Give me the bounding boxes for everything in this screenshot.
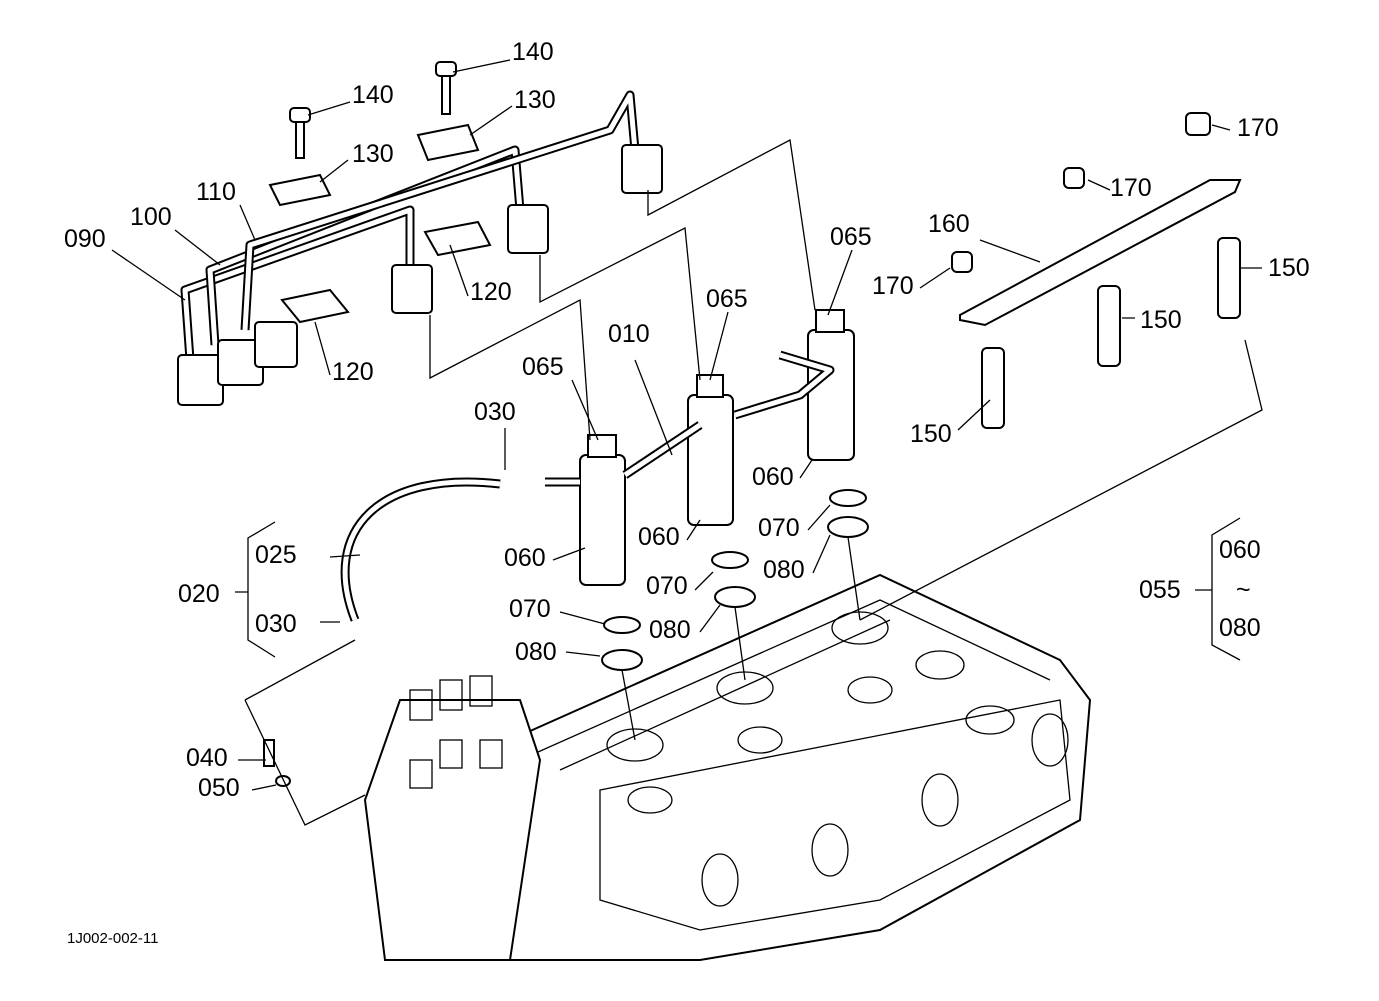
callout-055: 055 bbox=[1139, 576, 1181, 604]
bolt-140 bbox=[289, 107, 311, 123]
injection-pipes bbox=[177, 61, 663, 406]
callout-170: 170 bbox=[1237, 114, 1279, 142]
callout-025: 025 bbox=[255, 541, 297, 569]
callout-130: 130 bbox=[514, 86, 556, 114]
callout-070: 070 bbox=[509, 595, 551, 623]
overflow-hose bbox=[340, 477, 501, 622]
callout-150: 150 bbox=[1268, 254, 1310, 282]
callout-170: 170 bbox=[1110, 174, 1152, 202]
callout-060: 060 bbox=[638, 523, 680, 551]
injection-nozzles bbox=[545, 309, 869, 671]
callout-labels: 140 140 130 130 110 100 090 120 120 010 … bbox=[64, 38, 1310, 947]
clamp-130 bbox=[268, 173, 332, 207]
callout-160: 160 bbox=[928, 210, 970, 238]
callout-080: 080 bbox=[515, 638, 557, 666]
callout-020: 020 bbox=[178, 580, 220, 608]
callout-060: 060 bbox=[752, 463, 794, 491]
callout-055-range-to: 080 bbox=[1219, 614, 1261, 642]
glow-plugs bbox=[951, 112, 1242, 429]
callout-065: 065 bbox=[522, 353, 564, 381]
callout-140: 140 bbox=[512, 38, 554, 66]
callout-080: 080 bbox=[763, 556, 805, 584]
callout-090: 090 bbox=[64, 225, 106, 253]
callout-055-range-from: 060 bbox=[1219, 536, 1261, 564]
cylinder-head bbox=[363, 573, 1092, 961]
callout-080: 080 bbox=[649, 616, 691, 644]
callout-120: 120 bbox=[470, 278, 512, 306]
callout-070: 070 bbox=[758, 514, 800, 542]
callout-030: 030 bbox=[474, 398, 516, 426]
callout-170: 170 bbox=[872, 272, 914, 300]
callout-010: 010 bbox=[608, 320, 650, 348]
clamp-120 bbox=[280, 288, 350, 324]
drawing-code: 1J002-002-11 bbox=[67, 930, 158, 947]
callout-130: 130 bbox=[352, 140, 394, 168]
callout-030: 030 bbox=[255, 610, 297, 638]
callout-110: 110 bbox=[196, 178, 236, 206]
callout-070: 070 bbox=[646, 572, 688, 600]
callout-040: 040 bbox=[186, 744, 228, 772]
callout-150: 150 bbox=[1140, 306, 1182, 334]
leader-lines bbox=[111, 59, 1262, 791]
callout-060: 060 bbox=[504, 544, 546, 572]
callout-065: 065 bbox=[830, 223, 872, 251]
callout-120: 120 bbox=[332, 358, 374, 386]
callout-055-range-tilde: ~ bbox=[1236, 576, 1251, 604]
callout-150: 150 bbox=[910, 420, 952, 448]
callout-065: 065 bbox=[706, 285, 748, 313]
callout-140: 140 bbox=[352, 81, 394, 109]
callout-050: 050 bbox=[198, 774, 240, 802]
callout-100: 100 bbox=[130, 203, 172, 231]
pipe-nut bbox=[177, 354, 224, 406]
